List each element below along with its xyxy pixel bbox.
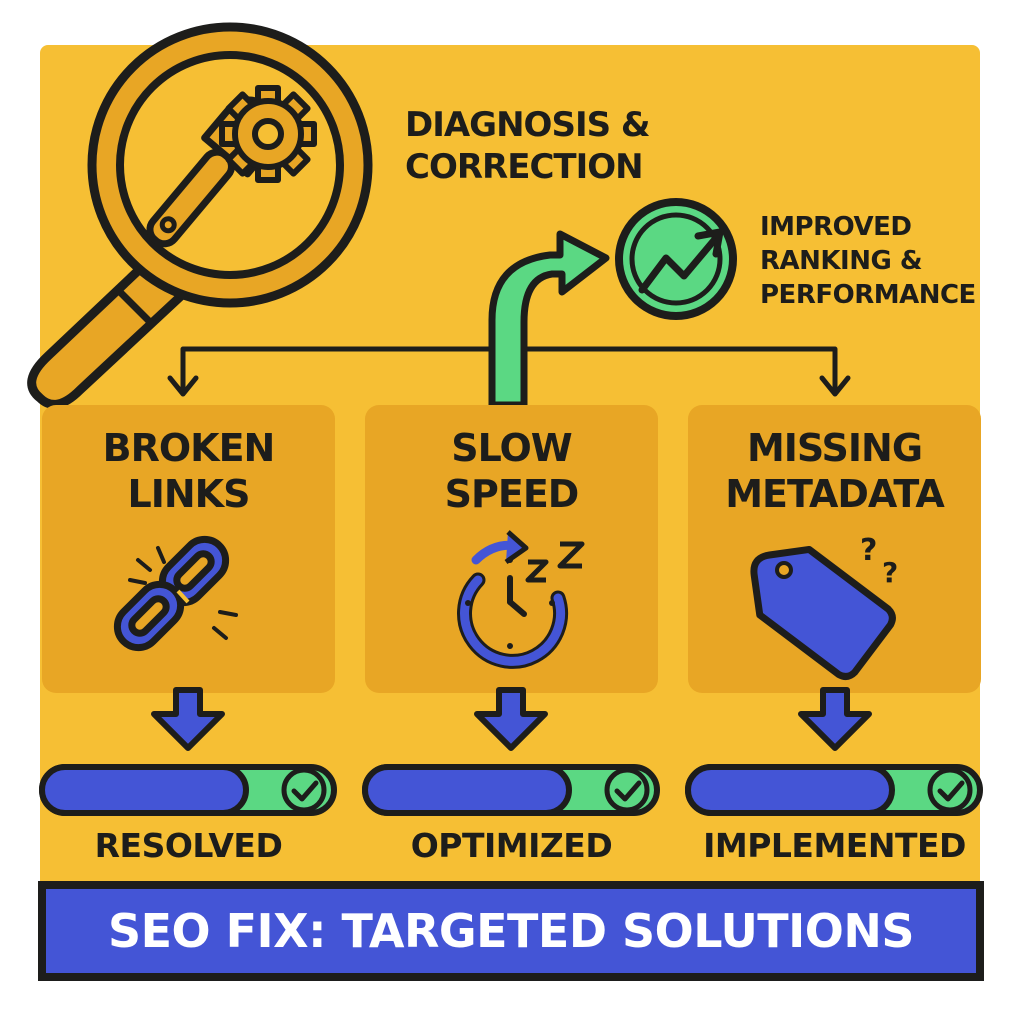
card-title-line-1: BROKEN (102, 426, 276, 470)
broken-chain-icon (113, 535, 238, 652)
card-title-line-2: LINKS (127, 472, 251, 516)
gear-icon (219, 85, 317, 183)
progress-bar-resolved (39, 764, 337, 816)
outcome-line-2: RANKING & (760, 246, 923, 276)
status-resolved: RESOLVED (94, 826, 283, 865)
card-title-line-2: METADATA (725, 472, 945, 516)
diagnosis-line-2: CORRECTION (405, 147, 644, 187)
svg-text:?: ? (860, 533, 877, 568)
card-title-missing-metadata: MISSING METADATA (688, 425, 981, 517)
card-title-slow-speed: SLOW SPEED (365, 425, 658, 517)
diagnosis-line-1: DIAGNOSIS & (405, 105, 651, 145)
status-implemented: IMPLEMENTED (703, 826, 966, 865)
outcome-line-3: PERFORMANCE (760, 280, 976, 310)
card-missing-metadata (688, 405, 981, 693)
card-title-broken-links: BROKEN LINKS (42, 425, 335, 517)
card-title-line-1: MISSING (746, 426, 923, 470)
price-tag-question-icon: ? ? (750, 533, 898, 680)
down-arrow-2 (474, 687, 548, 751)
sleeping-clock-icon (457, 530, 585, 669)
banner-title: SEO FIX: TARGETED SOLUTIONS (107, 904, 915, 958)
card-title-line-2: SPEED (444, 472, 580, 516)
diagnosis-label: DIAGNOSIS & CORRECTION (405, 104, 651, 188)
status-optimized: OPTIMIZED (410, 826, 613, 865)
progress-bar-implemented (685, 764, 983, 816)
svg-text:?: ? (882, 556, 898, 589)
outcome-label: IMPROVED RANKING & PERFORMANCE (760, 210, 976, 312)
green-up-arrow (488, 230, 610, 409)
banner (38, 881, 984, 981)
down-arrow-3 (798, 687, 872, 751)
growth-chart-icon (615, 198, 737, 320)
outcome-line-1: IMPROVED (760, 212, 912, 242)
down-arrow-1 (151, 687, 225, 751)
progress-bar-optimized (362, 764, 660, 816)
card-title-line-1: SLOW (451, 426, 572, 470)
